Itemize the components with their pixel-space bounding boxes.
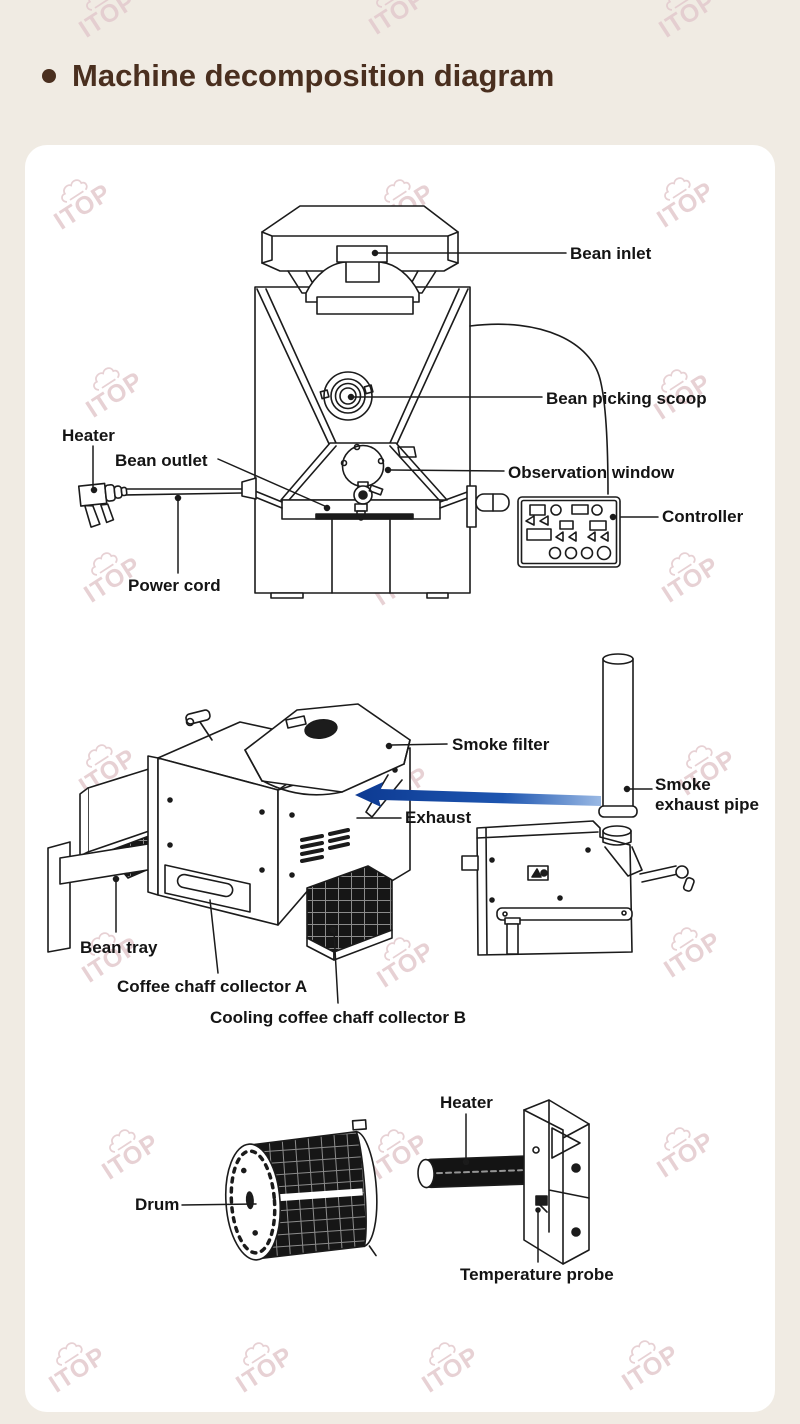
label-bean-picking-scoop: Bean picking scoop xyxy=(546,389,707,408)
label-bean-tray: Bean tray xyxy=(80,938,158,957)
label-heater-front: Heater xyxy=(62,426,115,445)
chef-hat-icon xyxy=(86,0,113,11)
label-exhaust: Exhaust xyxy=(405,808,472,827)
label-smoke-filter: Smoke filter xyxy=(452,735,550,754)
chef-hat-icon xyxy=(666,0,693,11)
itop-watermark: ITOP xyxy=(646,0,722,44)
page-title-row: Machine decomposition diagram xyxy=(42,58,554,94)
label-bean-outlet: Bean outlet xyxy=(115,451,208,470)
watermark-text: ITOP xyxy=(74,0,142,44)
label-observation-window: Observation window xyxy=(508,463,675,482)
label-smoke-exhaust-pipe: Smoke exhaust pipe xyxy=(655,775,759,814)
label-coffee-chaff-collector-a: Coffee chaff collector A xyxy=(117,977,308,996)
itop-watermark: ITOP xyxy=(356,0,432,41)
watermark-text: ITOP xyxy=(364,0,432,41)
page-title: Machine decomposition diagram xyxy=(72,58,555,93)
label-bean-inlet: Bean inlet xyxy=(570,244,652,263)
itop-watermark: ITOP xyxy=(66,0,142,44)
title-bullet-icon xyxy=(42,69,56,83)
label-heater-bottom: Heater xyxy=(440,1093,493,1112)
label-cooling-coffee-chaff-collector-b: Cooling coffee chaff collector B xyxy=(210,1008,466,1027)
label-drum: Drum xyxy=(135,1195,180,1214)
label-controller: Controller xyxy=(662,507,744,526)
chef-hat-icon xyxy=(376,0,403,8)
label-power-cord: Power cord xyxy=(128,576,221,595)
watermark-text: ITOP xyxy=(654,0,722,44)
label-temperature-probe: Temperature probe xyxy=(460,1265,614,1284)
